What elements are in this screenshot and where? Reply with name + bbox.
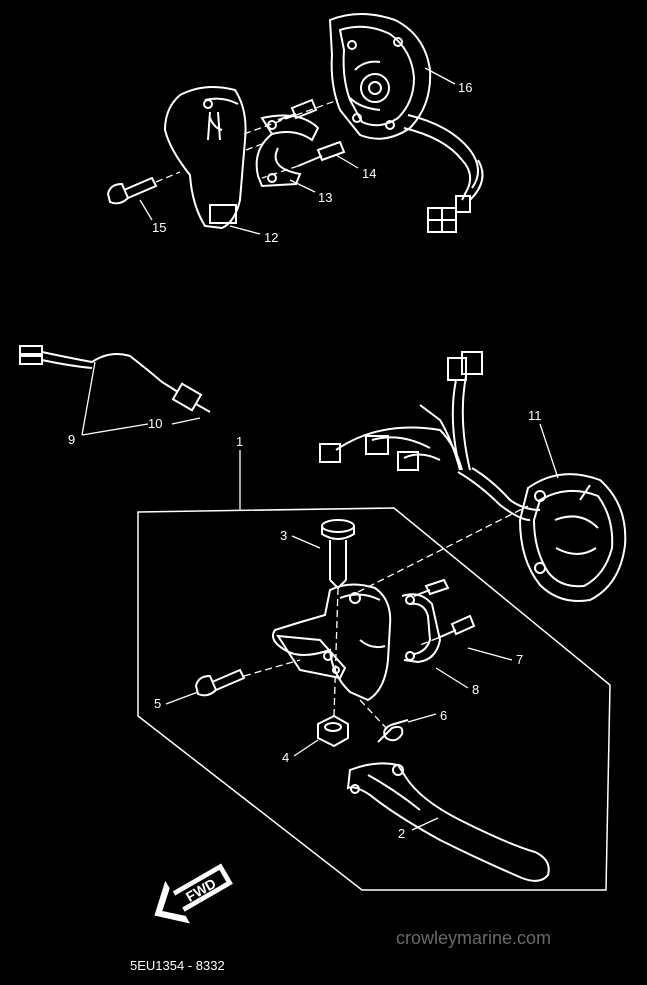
screw-7 <box>437 614 476 639</box>
clamp-8 <box>401 593 442 664</box>
brake-switch-10 <box>19 345 211 413</box>
callout-4: 4 <box>282 750 289 765</box>
assembly-group-outline <box>137 507 611 891</box>
drawing-code: 5EU1354 - 8332 <box>130 958 225 973</box>
switch-harness-16 <box>403 114 484 233</box>
callout-9: 9 <box>68 432 75 447</box>
callout-16: 16 <box>458 80 472 95</box>
top-hidden-lines <box>155 99 339 183</box>
callout-6: 6 <box>440 708 447 723</box>
callout-8: 8 <box>472 682 479 697</box>
callout-3: 3 <box>280 528 287 543</box>
screw-14 <box>297 140 346 167</box>
callout-labels: 16 14 13 12 15 9 10 1 11 3 5 4 6 7 8 2 <box>68 80 542 841</box>
callout-12: 12 <box>264 230 278 245</box>
callout-10: 10 <box>148 416 162 431</box>
switch-harness-11 <box>319 351 541 521</box>
lever-hidden-lines <box>243 505 529 731</box>
screw-upper-bracket <box>413 578 450 597</box>
leader-lines <box>81 67 559 831</box>
lever-2 <box>346 762 550 882</box>
screw-5 <box>194 668 246 697</box>
callout-5: 5 <box>154 696 161 711</box>
bolt-3 <box>321 519 355 590</box>
switch-cover-12 <box>163 85 247 230</box>
callout-1: 1 <box>236 434 243 449</box>
callout-13: 13 <box>318 190 332 205</box>
callout-15: 15 <box>152 220 166 235</box>
left-switch-housing-11 <box>518 473 627 602</box>
right-switch-housing-16 <box>328 13 432 140</box>
watermark: crowleymarine.com <box>396 928 551 948</box>
lever-bracket <box>272 583 392 702</box>
callout-2: 2 <box>398 826 405 841</box>
callout-14: 14 <box>362 166 376 181</box>
callout-11: 11 <box>528 408 542 423</box>
callout-7: 7 <box>516 652 523 667</box>
nut-4 <box>317 714 349 748</box>
screw-upper <box>277 98 318 121</box>
screw-15 <box>106 176 158 205</box>
